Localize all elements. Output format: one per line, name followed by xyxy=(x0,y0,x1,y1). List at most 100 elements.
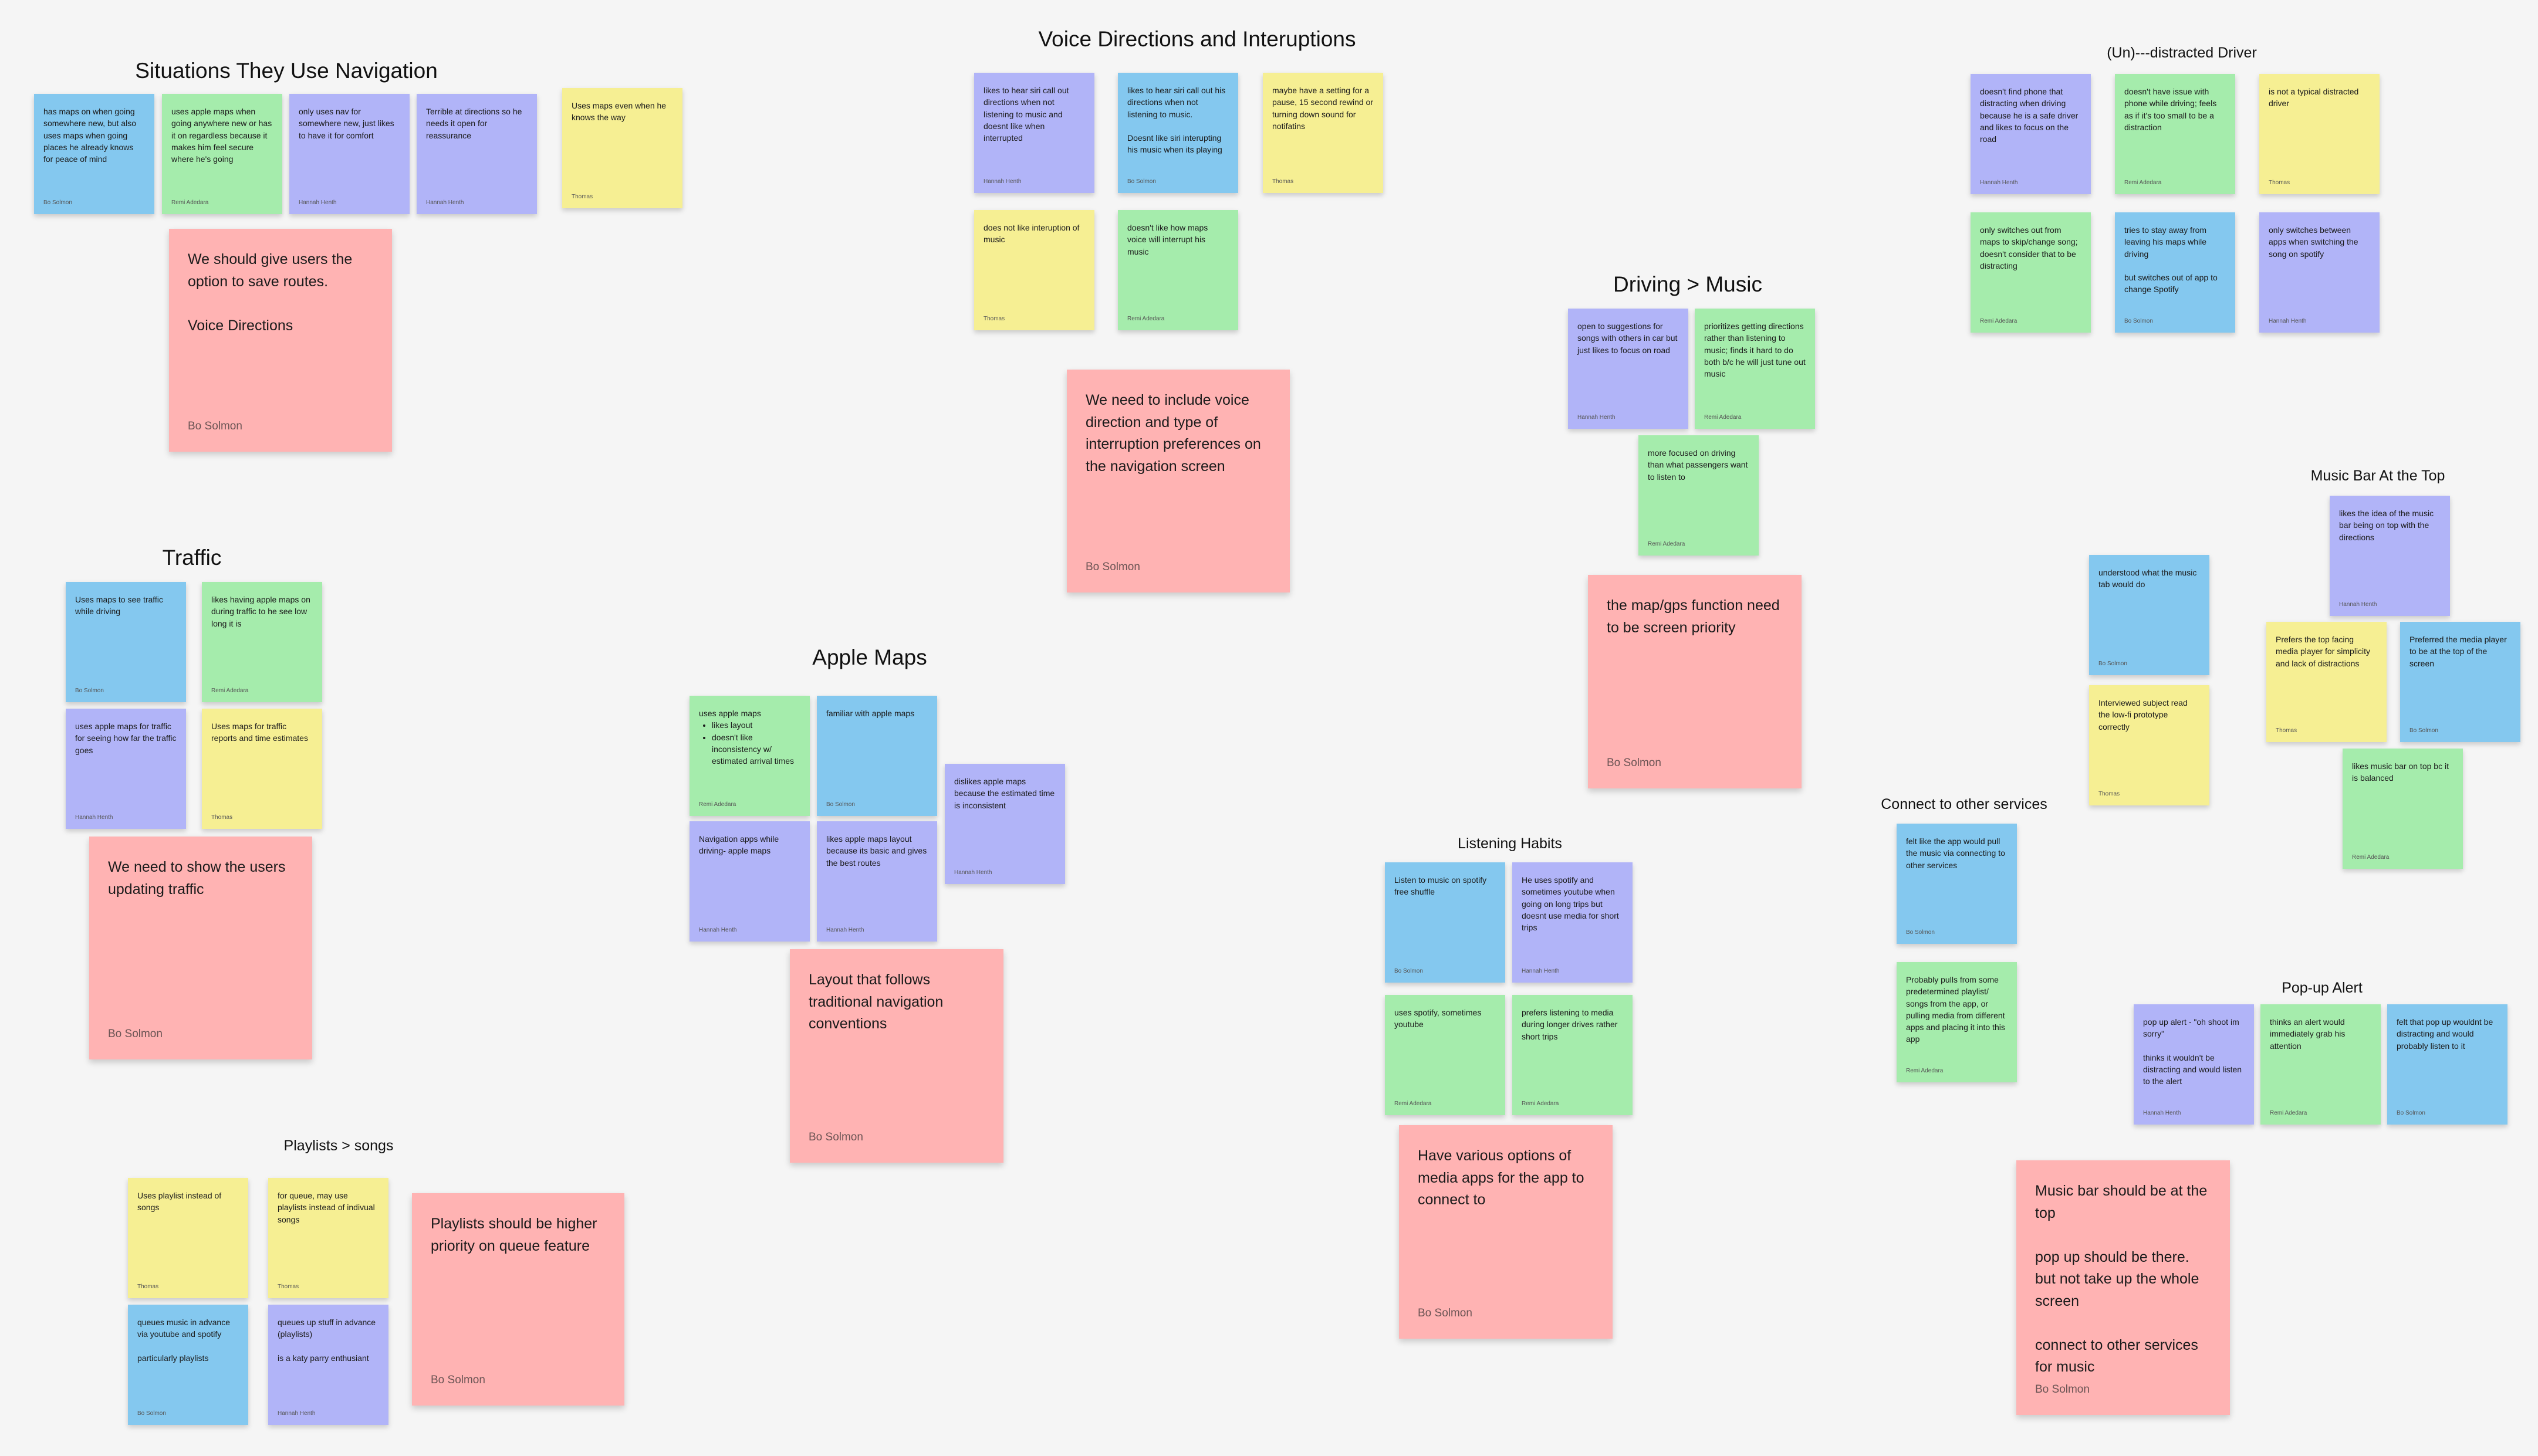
sticky-note[interactable]: Preferred the media player to be at the … xyxy=(2400,622,2520,742)
sticky-note[interactable]: has maps on when going somewhere new, bu… xyxy=(34,94,154,214)
sticky-note[interactable]: He uses spotify and sometimes youtube wh… xyxy=(1512,862,1633,983)
note-bullet: doesn't like inconsistency w/ estimated … xyxy=(712,732,800,767)
note-author: Hannah Henth xyxy=(954,869,992,876)
sticky-note[interactable]: Probably pulls from some predetermined p… xyxy=(1897,962,2017,1082)
sticky-note[interactable]: only switches out from maps to skip/chan… xyxy=(1971,212,2091,333)
sticky-note[interactable]: Terrible at directions so he needs it op… xyxy=(417,94,537,214)
insight-author: Bo Solmon xyxy=(1086,561,1140,573)
note-author: Remi Adedara xyxy=(2270,1110,2307,1116)
section-title-voice: Voice Directions and Interuptions xyxy=(1038,27,1356,51)
note-text: only switches out from maps to skip/chan… xyxy=(1980,225,2078,270)
sticky-note[interactable]: queues music in advance via youtube and … xyxy=(128,1305,248,1425)
insight-note[interactable]: Layout that follows traditional navigati… xyxy=(790,949,1003,1163)
sticky-note[interactable]: likes to hear siri call out directions w… xyxy=(974,73,1094,193)
note-text: Uses playlist instead of songs xyxy=(137,1191,222,1213)
note-author: Hannah Henth xyxy=(1980,180,2018,186)
note-author: Bo Solmon xyxy=(137,1410,166,1417)
sticky-note[interactable]: likes apple maps layout because its basi… xyxy=(817,821,937,942)
sticky-note[interactable]: Interviewed subject read the low-fi prot… xyxy=(2089,685,2209,805)
note-text: pop up alert - "oh shoot im sorry" think… xyxy=(2143,1017,2242,1086)
sticky-note[interactable]: doesn't have issue with phone while driv… xyxy=(2115,74,2235,194)
sticky-note[interactable]: felt that pop up wouldnt be distracting … xyxy=(2387,1004,2507,1125)
sticky-note[interactable]: queues up stuff in advance (playlists) i… xyxy=(268,1305,388,1425)
sticky-note[interactable]: doesn't like how maps voice will interru… xyxy=(1118,210,1238,330)
insight-text: We should give users the option to save … xyxy=(188,251,353,334)
note-author: Hannah Henth xyxy=(699,927,737,933)
sticky-note[interactable]: for queue, may use playlists instead of … xyxy=(268,1178,388,1298)
sticky-note[interactable]: prioritizes getting directions rather th… xyxy=(1695,309,1815,429)
note-author: Bo Solmon xyxy=(2397,1110,2425,1116)
note-text: understood what the music tab would do xyxy=(2098,568,2197,590)
insight-note[interactable]: Music bar should be at the top pop up sh… xyxy=(2016,1160,2230,1415)
note-author: Remi Adedara xyxy=(2352,854,2390,861)
sticky-note[interactable]: Prefers the top facing media player for … xyxy=(2266,622,2387,742)
sticky-note[interactable]: likes having apple maps on during traffi… xyxy=(202,582,322,702)
note-author: Hannah Henth xyxy=(2143,1110,2181,1116)
note-author: Hannah Henth xyxy=(1577,414,1616,421)
note-author: Hannah Henth xyxy=(299,199,337,206)
sticky-note[interactable]: only switches between apps when switchin… xyxy=(2259,212,2380,333)
sticky-note[interactable]: felt like the app would pull the music v… xyxy=(1897,824,2017,944)
note-author: Hannah Henth xyxy=(2269,318,2307,324)
sticky-note[interactable]: Navigation apps while driving- apple map… xyxy=(690,821,810,942)
note-text: doesn't have issue with phone while driv… xyxy=(2124,87,2217,132)
note-text: Navigation apps while driving- apple map… xyxy=(699,834,779,856)
insight-text: Have various options of media apps for t… xyxy=(1418,1147,1584,1208)
note-text: likes to hear siri call out directions w… xyxy=(984,86,1069,143)
note-author: Bo Solmon xyxy=(1394,968,1423,974)
note-text: only switches between apps when switchin… xyxy=(2269,225,2358,259)
sticky-note[interactable]: likes music bar on top bc it is balanced… xyxy=(2343,749,2463,869)
sticky-note[interactable]: prefers listening to media during longer… xyxy=(1512,995,1633,1115)
section-title-undistracted: (Un)---distracted Driver xyxy=(2107,45,2257,61)
sticky-note[interactable]: open to suggestions for songs with other… xyxy=(1568,309,1688,429)
note-text: is not a typical distracted driver xyxy=(2269,87,2359,109)
sticky-note[interactable]: uses apple maps for traffic for seeing h… xyxy=(66,709,186,829)
note-author: Bo Solmon xyxy=(2124,318,2153,324)
note-text: Preferred the media player to be at the … xyxy=(2409,635,2507,668)
insight-note[interactable]: Playlists should be higher priority on q… xyxy=(412,1193,624,1406)
insight-note[interactable]: Have various options of media apps for t… xyxy=(1399,1125,1613,1339)
note-text: uses apple maps xyxy=(699,709,761,718)
note-text: familiar with apple maps xyxy=(826,709,915,718)
sticky-note[interactable]: thinks an alert would immediately grab h… xyxy=(2260,1004,2381,1125)
insight-note[interactable]: We need to show the users updating traff… xyxy=(89,837,312,1059)
note-author: Bo Solmon xyxy=(2409,727,2438,734)
sticky-note[interactable]: likes to hear siri call out his directio… xyxy=(1118,73,1238,193)
sticky-note[interactable]: dislikes apple maps because the estimate… xyxy=(945,764,1065,884)
insight-text: We need to include voice direction and t… xyxy=(1086,392,1261,475)
note-author: Thomas xyxy=(137,1284,159,1290)
note-author: Remi Adedara xyxy=(1648,541,1685,547)
sticky-note[interactable]: more focused on driving than what passen… xyxy=(1638,435,1759,556)
note-author: Bo Solmon xyxy=(75,688,104,694)
insight-author: Bo Solmon xyxy=(2035,1383,2090,1396)
sticky-note[interactable]: tries to stay away from leaving his maps… xyxy=(2115,212,2235,333)
sticky-note[interactable]: doesn't find phone that distracting when… xyxy=(1971,74,2091,194)
note-text: maybe have a setting for a pause, 15 sec… xyxy=(1272,86,1373,131)
note-author: Thomas xyxy=(572,194,593,200)
note-text: thinks an alert would immediately grab h… xyxy=(2270,1017,2346,1051)
insight-note[interactable]: We should give users the option to save … xyxy=(169,229,392,452)
insight-note[interactable]: We need to include voice direction and t… xyxy=(1067,370,1290,592)
note-text: more focused on driving than what passen… xyxy=(1648,448,1748,482)
note-text: for queue, may use playlists instead of … xyxy=(278,1191,375,1224)
sticky-note[interactable]: likes the idea of the music bar being on… xyxy=(2330,496,2450,616)
sticky-note[interactable]: pop up alert - "oh shoot im sorry" think… xyxy=(2134,1004,2254,1125)
sticky-note[interactable]: only uses nav for somewhere new, just li… xyxy=(289,94,410,214)
insight-note[interactable]: the map/gps function need to be screen p… xyxy=(1588,575,1802,788)
sticky-note[interactable]: uses apple maps likes layout doesn't lik… xyxy=(690,696,810,816)
sticky-note[interactable]: uses apple maps when going anywhere new … xyxy=(162,94,282,214)
sticky-note[interactable]: maybe have a setting for a pause, 15 sec… xyxy=(1263,73,1383,193)
sticky-note[interactable]: Uses maps for traffic reports and time e… xyxy=(202,709,322,829)
note-text: Probably pulls from some predetermined p… xyxy=(1906,975,2005,1044)
note-author: Hannah Henth xyxy=(2339,601,2377,608)
insight-text: Playlists should be higher priority on q… xyxy=(431,1215,597,1254)
